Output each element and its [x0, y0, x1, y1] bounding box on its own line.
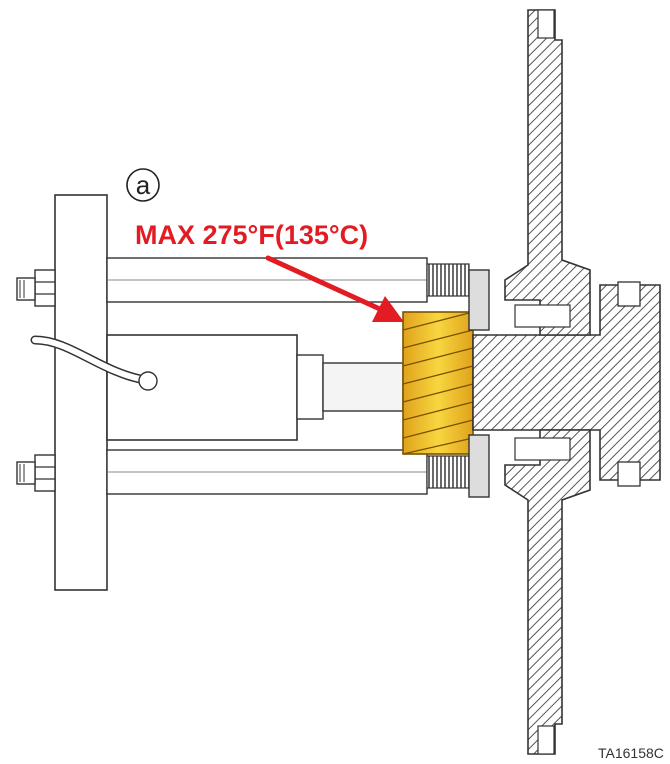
warning-arrow-icon	[265, 255, 404, 322]
housing-cross-section	[504, 9, 591, 755]
figure-id: TA16158C	[598, 745, 664, 761]
heated-gear	[402, 311, 474, 455]
hydraulic-hose	[30, 335, 158, 391]
shaft-hub	[472, 281, 661, 487]
lower-tie-rod	[106, 449, 470, 495]
support-plate	[54, 194, 108, 591]
callout-letter: a	[136, 170, 151, 200]
spacer-plates	[468, 269, 490, 498]
lower-nut-icon	[16, 454, 56, 492]
callout-a: a	[126, 168, 160, 202]
upper-nut-icon	[16, 269, 56, 307]
hydraulic-cylinder	[106, 334, 404, 441]
max-temperature-label: MAX 275°F(135°C)	[135, 220, 368, 250]
